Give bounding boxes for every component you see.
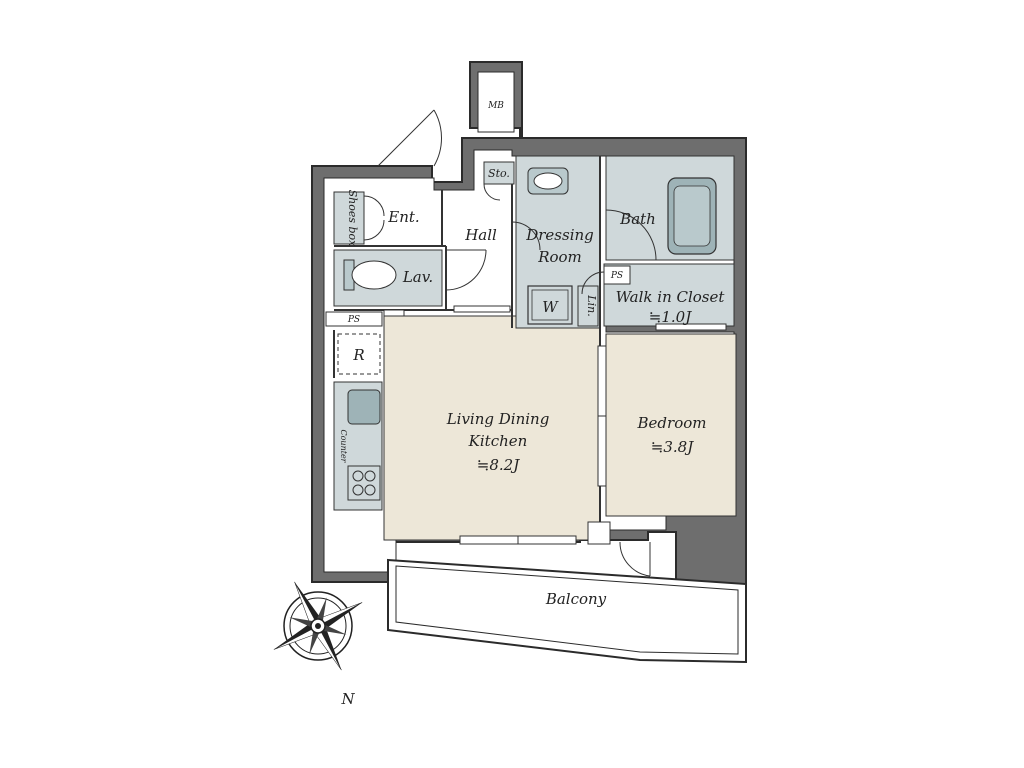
dressing-door <box>511 221 541 251</box>
pipe-space-right <box>603 265 631 285</box>
bedroom-label: Bedroom <box>637 414 707 432</box>
washer-label: W <box>542 298 559 316</box>
bath-label: Bath <box>619 210 656 228</box>
balcony-door <box>619 541 651 577</box>
compass-rose-icon <box>273 581 363 671</box>
linen-cupboard <box>577 285 599 327</box>
bath-door <box>605 209 657 261</box>
dressing-label-line2: Room <box>537 248 582 266</box>
shoes-box-label: Shoes box <box>346 190 359 248</box>
pipe-space-left-label: PS <box>347 315 360 325</box>
sliding-doors <box>383 305 727 545</box>
pipe-space-left <box>325 311 383 327</box>
lav-label: Lav. <box>402 268 433 286</box>
living-area: ≒8.2J <box>477 456 520 474</box>
stove-icon <box>347 465 381 501</box>
bedroom-area: ≒3.8J <box>651 438 694 456</box>
washer-space <box>527 285 573 325</box>
living-floor <box>383 315 601 541</box>
shoes-box <box>333 191 365 245</box>
closet-door <box>581 271 605 295</box>
counter-label: Counter <box>339 429 348 463</box>
pipe-space-right-label: PS <box>610 271 623 281</box>
refrigerator-label: R <box>352 346 364 364</box>
dressing-label-line1: Dressing <box>525 226 594 244</box>
meter-box <box>477 71 515 133</box>
compass-north-label: N <box>340 690 355 708</box>
balcony <box>387 558 747 664</box>
entrance-door <box>377 109 435 167</box>
living-label-line1: Living Dining <box>446 410 550 428</box>
storage-floor <box>483 161 515 185</box>
refrigerator-space <box>337 333 381 375</box>
storage-label: Sto. <box>488 167 510 180</box>
kitchen-sink-icon <box>347 389 381 425</box>
living-label-line2: Kitchen <box>468 432 528 450</box>
toilet-icon <box>343 259 397 291</box>
lav-door <box>445 249 487 291</box>
walk-in-closet-label: Walk in Closet <box>616 288 726 306</box>
bedroom-floor <box>605 333 737 517</box>
hall-label: Hall <box>464 226 497 244</box>
walk-in-closet-area: ≒1.0J <box>649 308 692 326</box>
meter-box-label: MB <box>487 101 504 111</box>
entrance-label: Ent. <box>387 208 419 226</box>
balcony-label: Balcony <box>545 590 607 608</box>
doors <box>363 109 657 577</box>
linen-label: Lin. <box>585 294 598 316</box>
